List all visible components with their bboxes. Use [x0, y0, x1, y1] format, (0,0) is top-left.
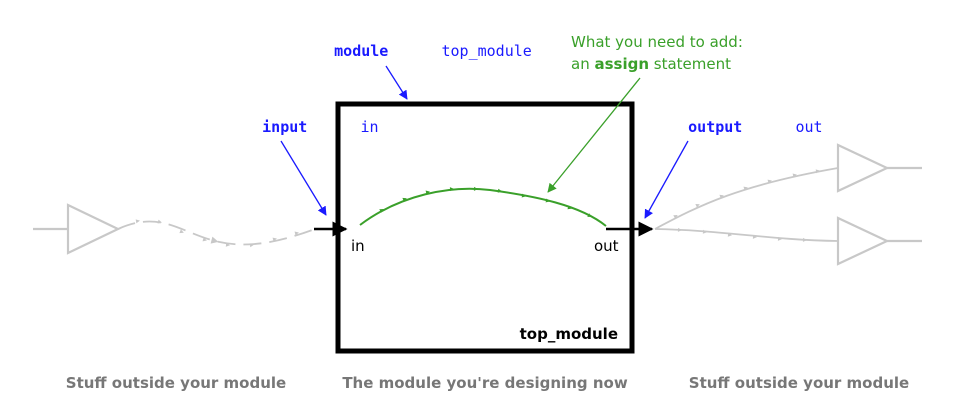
module-box: [335, 101, 635, 354]
input-declaration-label: input in: [217, 118, 406, 136]
output-keyword: output: [688, 118, 742, 136]
right-outside-buffer-bottom: [836, 216, 922, 266]
add-note-line2: an assign statement: [571, 55, 731, 73]
port-out-label: out: [594, 237, 619, 255]
right-outside-buffer-top: [836, 143, 922, 193]
caption-center: The module you're designing now: [342, 374, 628, 392]
add-note-assign-keyword: assign: [594, 55, 649, 73]
left-outside-wire: [117, 220, 316, 246]
module-keyword: module: [334, 42, 388, 60]
input-declared-name: in: [360, 118, 378, 136]
add-note-pointer-arrow: [547, 77, 641, 193]
port-in-label: in: [351, 237, 365, 255]
module-pointer-arrow: [385, 65, 408, 100]
add-note-prefix: an: [571, 55, 594, 73]
left-outside-wire-chevrons: [135, 219, 299, 248]
caption-right: Stuff outside your module: [689, 374, 909, 392]
add-note-line1: What you need to add:: [571, 33, 743, 51]
caption-left: Stuff outside your module: [66, 374, 286, 392]
input-keyword: input: [262, 118, 307, 136]
module-declared-name: top_module: [442, 42, 532, 60]
input-pointer-arrow: [280, 140, 327, 216]
right-outside-wire-top-chevrons: [673, 169, 820, 219]
module-name-label: top_module: [520, 325, 618, 343]
add-note-suffix: statement: [649, 55, 731, 73]
right-outside-wire-bottom: [654, 228, 839, 242]
assign-wire: [359, 187, 607, 227]
right-outside-wire-top: [654, 167, 839, 230]
output-pointer-arrow: [644, 140, 689, 219]
module-declaration-label: module top_module: [289, 42, 559, 60]
output-declaration-label: output out: [643, 118, 850, 136]
output-declared-name: out: [796, 118, 823, 136]
left-outside-buffer: [33, 203, 121, 255]
